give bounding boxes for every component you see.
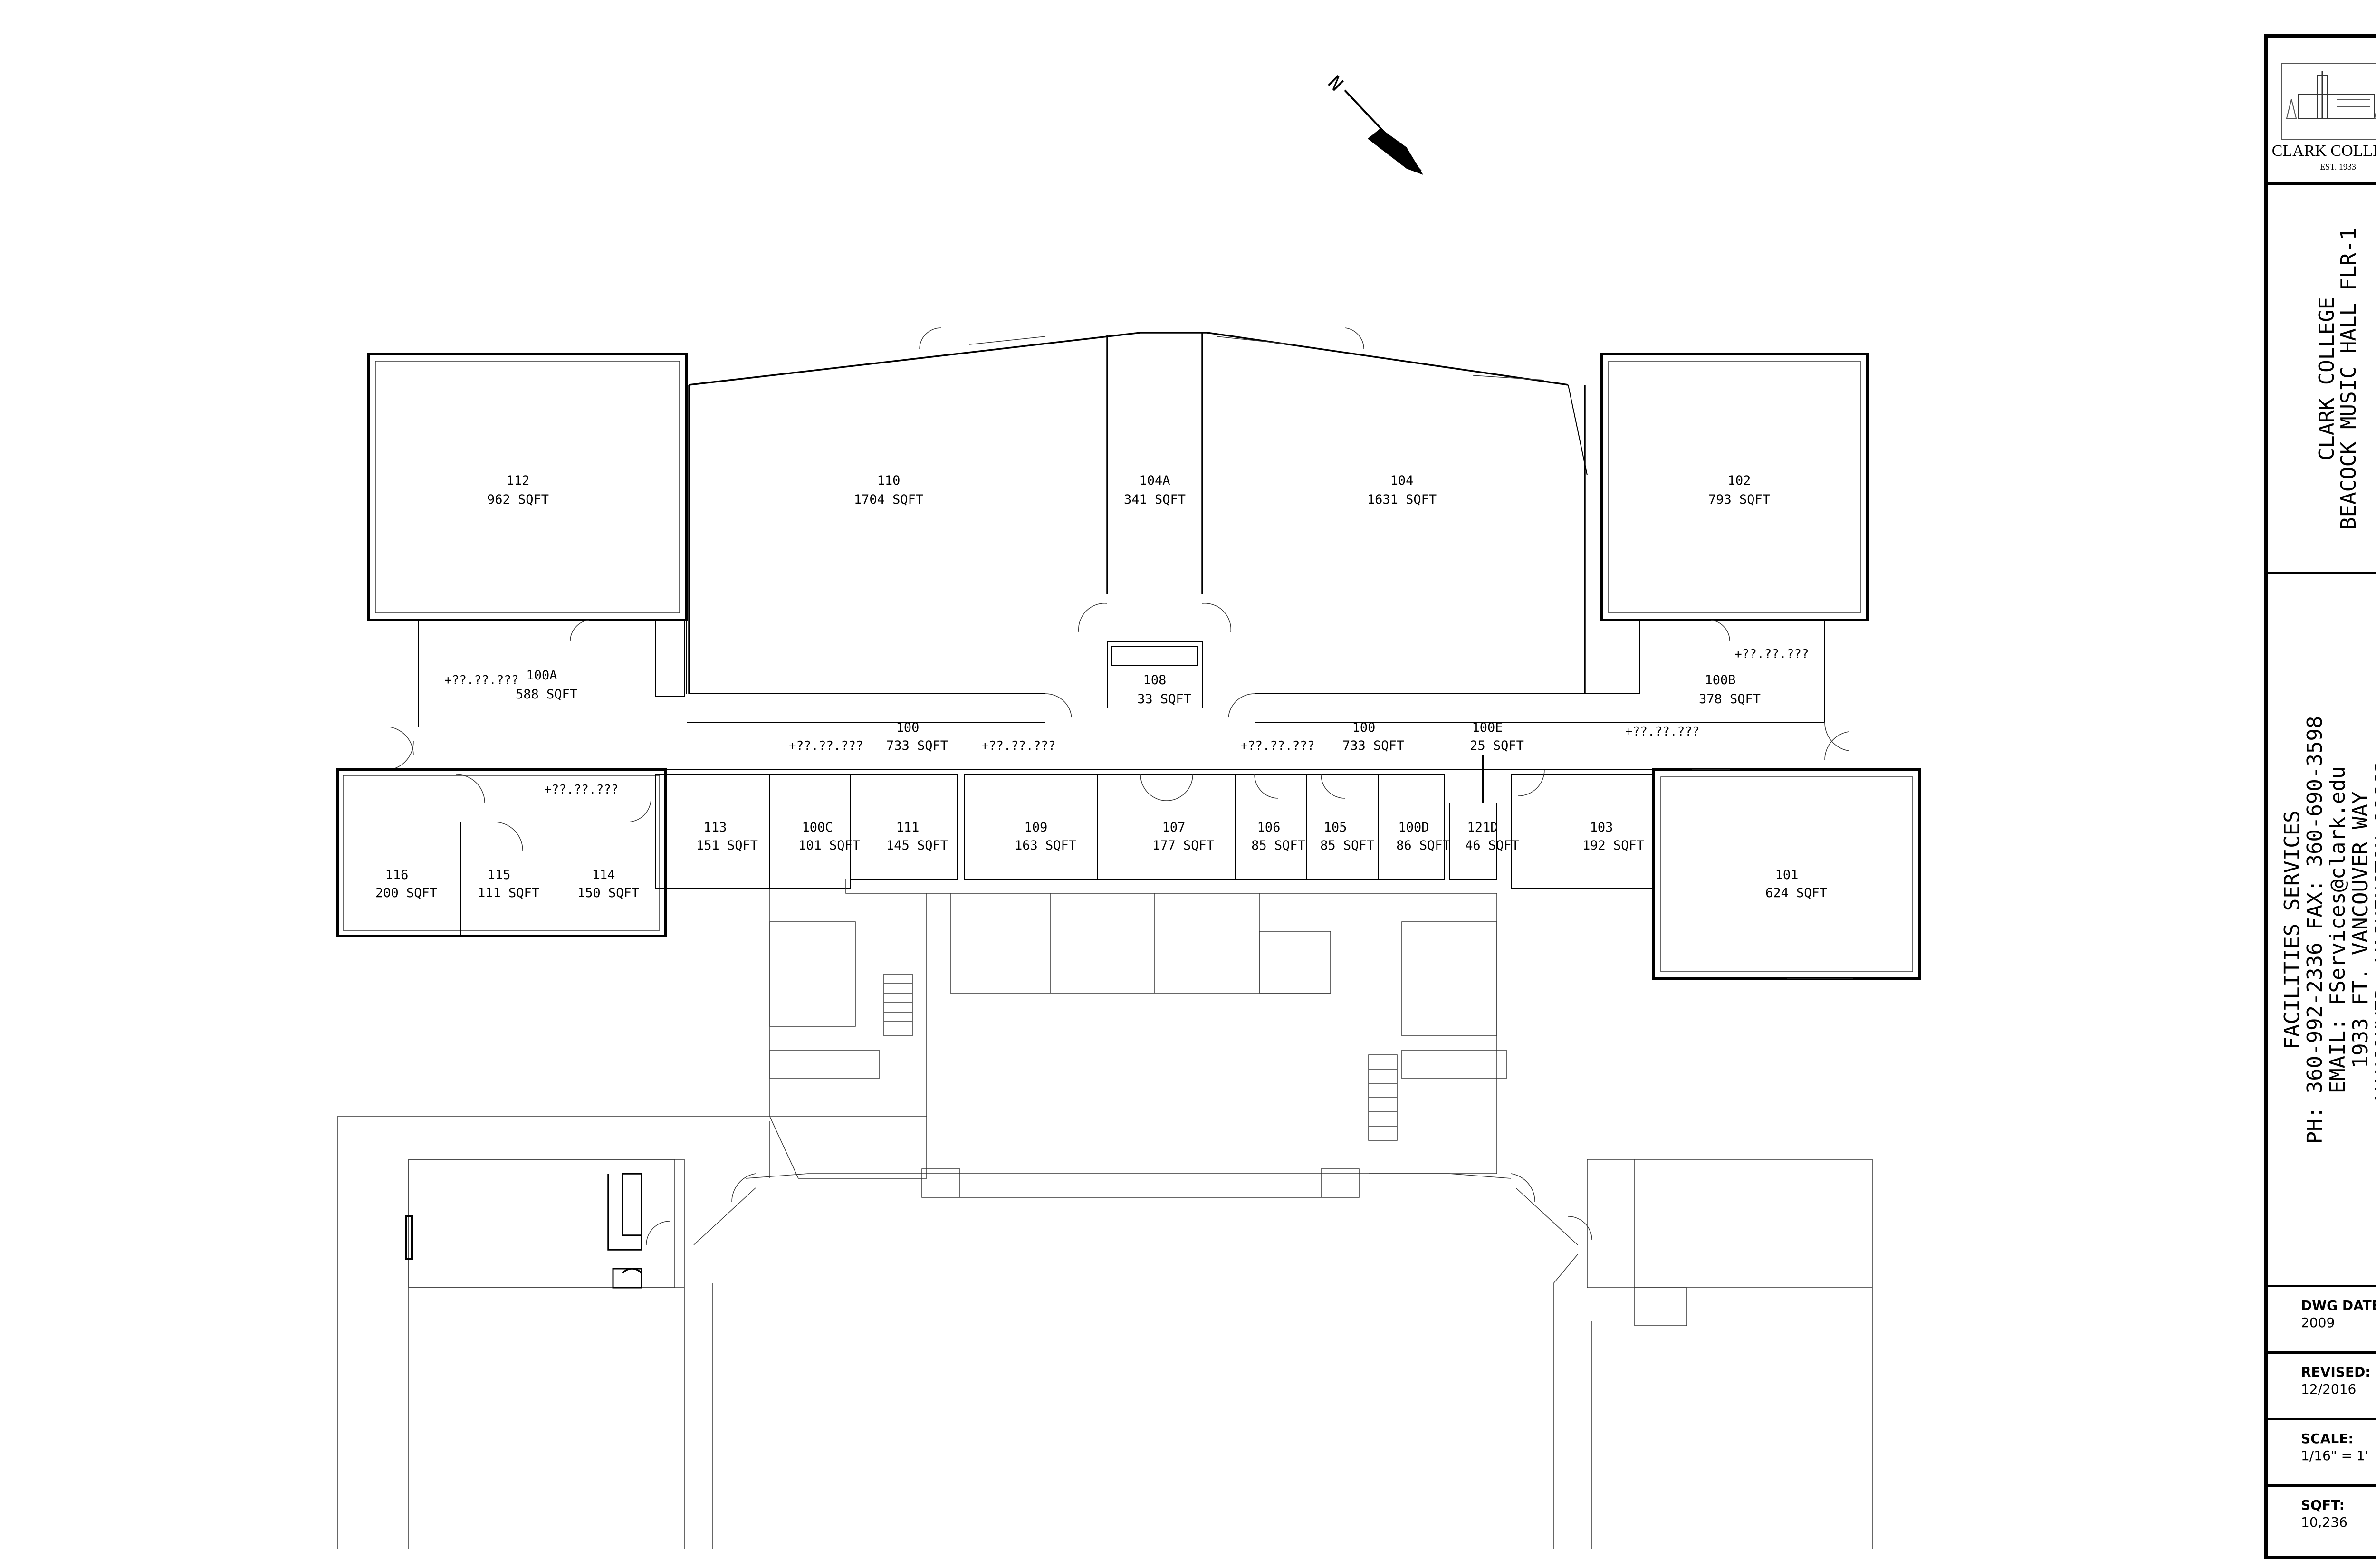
room-100-west-number: 100: [896, 720, 920, 735]
dwg-date-label: DWG DATE:: [2301, 1298, 2376, 1313]
room-100b-number: 100B: [1705, 673, 1735, 688]
elevation-mark: +??.??.???: [1240, 739, 1315, 753]
lower-area-walls: [693, 879, 1578, 1245]
room-116-number: 116: [385, 868, 409, 882]
room-100d-area: 86 SQFT: [1396, 838, 1450, 853]
lower-row-walls: [336, 768, 1921, 980]
bottom-area-walls: [337, 1116, 1873, 1549]
scale-label: SCALE:: [2301, 1431, 2354, 1446]
room-100-east-area: 733 SQFT: [1342, 738, 1404, 753]
room-109-area: 163 SQFT: [1015, 838, 1076, 853]
room-walls: [367, 327, 1882, 770]
room-100e-area: 25 SQFT: [1470, 738, 1524, 753]
drawing-title-line-2: BEACOCK MUSIC HALL FLR-1: [2337, 227, 2361, 530]
room-102-area: 793 SQFT: [1708, 492, 1770, 507]
revised-cell: REVISED: 12/2016: [2268, 1354, 2376, 1420]
room-114-number: 114: [592, 868, 615, 882]
room-101-area: 624 SQFT: [1765, 886, 1827, 900]
room-112-area: 962 SQFT: [487, 492, 549, 507]
revised-value: 12/2016: [2301, 1381, 2357, 1397]
title-block: CLARK COLLEGE EST. 1933 CLARK COLLEGE BE…: [2264, 34, 2376, 1559]
contact-line-2: PH: 360-992-2336 FAX: 360-690-3598: [2303, 716, 2327, 1144]
room-100b-area: 378 SQFT: [1699, 692, 1761, 707]
room-104-number: 104: [1390, 473, 1414, 488]
room-100e-number: 100E: [1472, 720, 1503, 735]
logo-text: CLARK COLLEGE: [2271, 142, 2376, 160]
room-110-number: 110: [877, 473, 901, 488]
room-103-number: 103: [1590, 820, 1613, 835]
room-108-number: 108: [1143, 673, 1167, 688]
room-116-area: 200 SQFT: [375, 886, 437, 900]
contact-cell: FACILITIES SERVICES PH: 360-992-2336 FAX…: [2268, 574, 2376, 1287]
elevation-mark: +??.??.???: [444, 673, 519, 688]
revised-label: REVISED:: [2301, 1364, 2371, 1380]
contact-line-5: VANCOUVER, WASHINGTON 98663: [2371, 759, 2376, 1100]
scale-value: 1/16" = 1': [2301, 1448, 2369, 1463]
room-105-area: 85 SQFT: [1320, 838, 1374, 853]
clark-college-logo-icon: [2281, 63, 2376, 140]
elevation-marks: +??.??.??? +??.??.??? +??.??.??? +??.??.…: [444, 647, 1809, 797]
room-105-number: 105: [1324, 820, 1347, 835]
room-103-area: 192 SQFT: [1582, 838, 1644, 853]
room-107-number: 107: [1162, 820, 1186, 835]
contact-line-4: 1933 FT. VANCOUVER WAY: [2348, 791, 2373, 1068]
room-104a-number: 104A: [1139, 473, 1170, 488]
contact-line-3: EMAIL: FServices@clark.edu: [2326, 766, 2350, 1093]
dwg-date-value: 2009: [2301, 1315, 2335, 1330]
room-113-area: 151 SQFT: [696, 838, 758, 853]
room-labels: 112 962 SQFT 110 1704 SQFT 104A 341 SQFT…: [375, 473, 1827, 900]
sqft-label: SQFT:: [2301, 1497, 2345, 1513]
drawing-title-cell: CLARK COLLEGE BEACOCK MUSIC HALL FLR-1: [2268, 185, 2376, 574]
room-100a-number: 100A: [526, 668, 557, 683]
room-113-number: 113: [704, 820, 727, 835]
room-110-area: 1704 SQFT: [854, 492, 923, 507]
room-100a-area: 588 SQFT: [516, 687, 577, 702]
logo-cell: CLARK COLLEGE EST. 1933: [2268, 38, 2376, 185]
elevation-mark: +??.??.???: [981, 739, 1056, 753]
room-111-number: 111: [896, 820, 920, 835]
room-100d-number: 100D: [1398, 820, 1429, 835]
room-121d-area: 46 SQFT: [1465, 838, 1519, 853]
room-101-number: 101: [1775, 868, 1799, 882]
room-100c-area: 101 SQFT: [798, 838, 860, 853]
elevation-mark: +??.??.???: [789, 739, 863, 753]
room-106-area: 85 SQFT: [1251, 838, 1305, 853]
room-104-area: 1631 SQFT: [1367, 492, 1437, 507]
room-100c-number: 100C: [802, 820, 833, 835]
sqft-value: 10,236: [2301, 1514, 2347, 1530]
north-arrow-icon: N: [1323, 72, 1423, 175]
room-107-area: 177 SQFT: [1152, 838, 1214, 853]
room-104a-area: 341 SQFT: [1124, 492, 1186, 507]
north-label: N: [1323, 72, 1347, 96]
room-109-number: 109: [1025, 820, 1048, 835]
sqft-cell: SQFT: 10,236: [2268, 1487, 2376, 1556]
elevation-mark: +??.??.???: [544, 783, 619, 797]
room-114-area: 150 SQFT: [577, 886, 639, 900]
room-115-number: 115: [488, 868, 511, 882]
contact-line-1: FACILITIES SERVICES: [2280, 810, 2304, 1050]
room-108-area: 33 SQFT: [1137, 692, 1191, 707]
elevation-mark: +??.??.???: [1625, 725, 1700, 739]
scale-cell: SCALE: 1/16" = 1': [2268, 1420, 2376, 1487]
room-100-east-number: 100: [1352, 720, 1376, 735]
elevation-mark: +??.??.???: [1734, 647, 1809, 661]
logo-est: EST. 1933: [2320, 162, 2356, 172]
room-102-number: 102: [1728, 473, 1751, 488]
room-112-number: 112: [507, 473, 530, 488]
room-111-area: 145 SQFT: [886, 838, 948, 853]
room-106-number: 106: [1257, 820, 1281, 835]
dwg-date-cell: DWG DATE: 2009: [2268, 1287, 2376, 1354]
room-115-area: 111 SQFT: [478, 886, 539, 900]
room-121d-number: 121D: [1467, 820, 1498, 835]
room-100-west-area: 733 SQFT: [886, 738, 948, 753]
drawing-title-line-1: CLARK COLLEGE: [2315, 296, 2339, 460]
